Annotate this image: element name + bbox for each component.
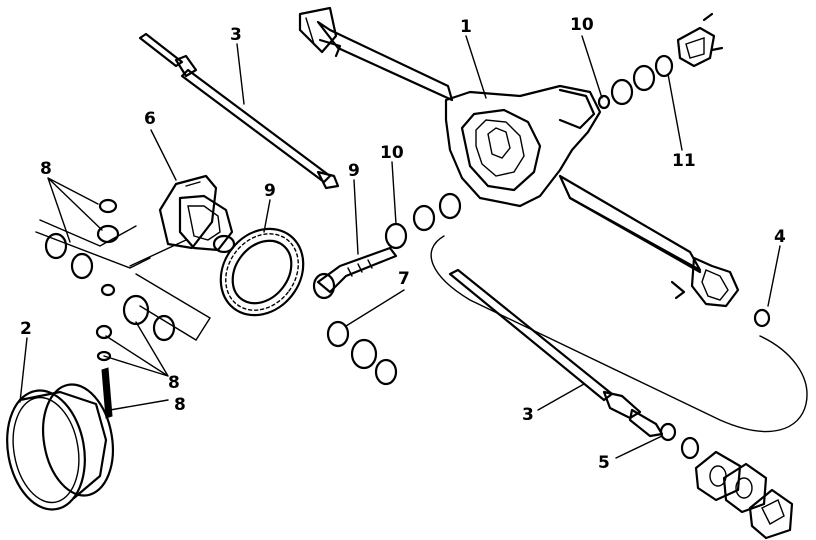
differential-case-icon <box>35 198 211 419</box>
bearing-icon <box>597 12 724 110</box>
callout-5: 5 <box>598 453 610 473</box>
callout-8-top: 8 <box>40 159 52 179</box>
bearing-icon <box>326 192 462 386</box>
bearing-icon <box>753 308 771 328</box>
cover-gasket-icon <box>6 383 114 511</box>
callout-10-pinion: 10 <box>380 143 404 163</box>
callout-9-ring: 9 <box>264 181 276 201</box>
callout-1: 1 <box>460 17 472 37</box>
callout-7: 7 <box>398 269 410 289</box>
callout-4: 4 <box>774 227 786 247</box>
leader-lines <box>19 35 781 459</box>
differential-case-icon <box>158 174 236 254</box>
callout-6: 6 <box>144 109 156 129</box>
axle-shaft-icon <box>448 268 664 438</box>
callout-9-pinion: 9 <box>348 161 360 181</box>
callout-8-bottom: 8 <box>174 395 186 415</box>
callout-3-upper: 3 <box>230 25 242 45</box>
callout-3-lower: 3 <box>522 405 534 425</box>
callout-8-middle: 8 <box>168 373 180 393</box>
axle-housing-icon <box>298 6 740 308</box>
callout-10-side: 10 <box>570 15 594 35</box>
axle-shaft-icon <box>138 32 340 190</box>
flange-icon <box>659 422 794 540</box>
callout-2: 2 <box>20 319 32 339</box>
callout-labels: 1 2 3 3 4 5 6 7 8 8 8 9 9 10 10 11 <box>20 15 786 473</box>
shaft-outline-leader <box>430 235 808 433</box>
callout-11: 11 <box>672 151 696 171</box>
pinion-gear-icon <box>312 246 398 300</box>
ring-gear-icon <box>219 227 305 317</box>
